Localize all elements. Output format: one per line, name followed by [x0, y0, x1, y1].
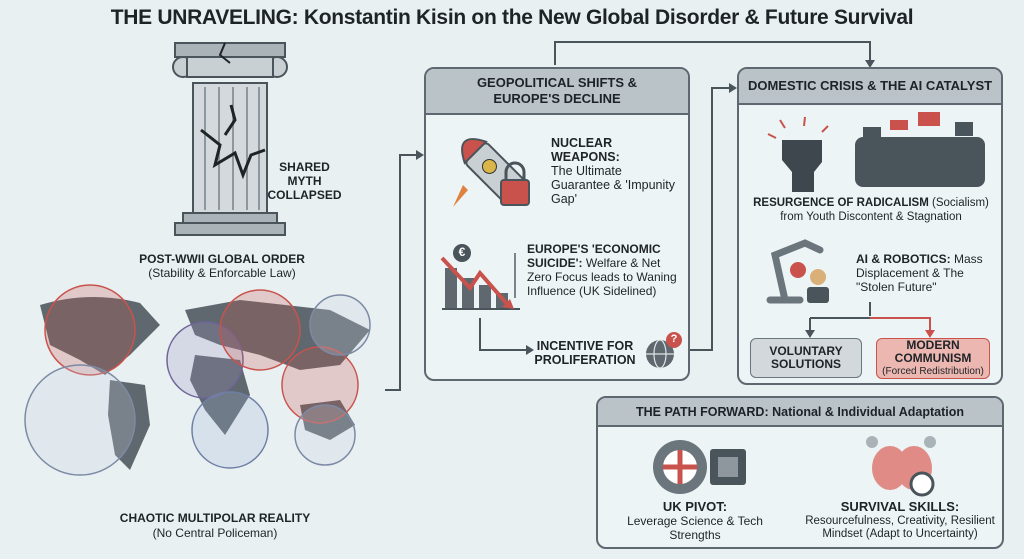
europe-economic-suicide-text: Welfare & Net Zero Focus leads to Waning… [527, 256, 677, 298]
modern-communism-title: MODERN COMMUNISM [894, 338, 972, 365]
globe-question-icon [646, 332, 682, 369]
nuclear-weapons-title: NUCLEAR WEAPONS: [551, 136, 620, 164]
brain-compass-icon [866, 436, 936, 497]
cracked-pillar-icon [172, 42, 288, 236]
split-arrow [805, 302, 935, 338]
shared-myth-label: SHARED MYTH COLLAPSED [267, 160, 342, 202]
nuclear-weapons-text: The Ultimate Guarantee & 'Impunity Gap' [551, 164, 675, 206]
question-mark: ? [670, 333, 678, 345]
world-map-multipolar-icon [24, 284, 371, 476]
incentive-proliferation-label: INCENTIVE FOR PROLIFERATION [534, 339, 636, 367]
uk-pivot-title: UK PIVOT: [662, 499, 728, 514]
chaotic-multipolar-title: CHAOTIC MULTIPOLAR REALITY [119, 511, 311, 525]
raised-fist-protest-icon [767, 112, 985, 192]
chaotic-multipolar-subtitle: (No Central Policeman) [152, 526, 278, 540]
domestic-header: DOMESTIC CRISIS & THE AI CATALYST [739, 69, 1001, 105]
voluntary-solutions-box: VOLUNTARY SOLUTIONS [750, 338, 862, 378]
euro-symbol: € [458, 245, 466, 259]
modern-communism-box: MODERN COMMUNISM(Forced Redistribution) [876, 338, 990, 379]
survival-skills-title: SURVIVAL SKILLS: [840, 499, 960, 514]
robot-arm-worker-icon [766, 239, 829, 304]
europe-economic-suicide-title: EUROPE'S 'ECONOMIC SUICIDE': [527, 242, 661, 270]
modern-communism-sub: (Forced Redistribution) [882, 366, 984, 377]
economic-decline-chart-icon [440, 244, 520, 310]
radicalism-paren: (Socialism) [928, 197, 989, 209]
uk-gear-chip-icon [653, 440, 746, 494]
geopolitical-panel: GEOPOLITICAL SHIFTS & EUROPE'S DECLINE [424, 67, 690, 381]
ai-robotics-text: Mass Displacement & The "Stolen Future" [856, 252, 983, 294]
ai-robotics-title: AI & ROBOTICS: [856, 252, 951, 266]
path-forward-panel: THE PATH FORWARD: National & Individual … [596, 396, 1004, 549]
survival-skills-text: Resourcefulness, Creativity, Resilient M… [805, 515, 995, 540]
page-title: THE UNRAVELING: Konstantin Kisin on the … [110, 6, 914, 29]
elbow-arrow [479, 318, 534, 355]
uk-pivot-text: Leverage Science & Tech Strengths [627, 514, 763, 542]
path-forward-header: THE PATH FORWARD: National & Individual … [598, 398, 1002, 427]
geopolitical-header: GEOPOLITICAL SHIFTS & EUROPE'S DECLINE [426, 69, 688, 115]
nuclear-missile-icon [453, 138, 530, 207]
radicalism-text: from Youth Discontent & Stagnation [780, 211, 962, 223]
post-wwii-order-title: POST-WWII GLOBAL ORDER [139, 252, 305, 266]
post-wwii-order-subtitle: (Stability & Enforcable Law) [148, 266, 296, 280]
domestic-crisis-panel: DOMESTIC CRISIS & THE AI CATALYST [737, 67, 1003, 385]
radicalism-title: RESURGENCE OF RADICALISM [753, 197, 929, 209]
